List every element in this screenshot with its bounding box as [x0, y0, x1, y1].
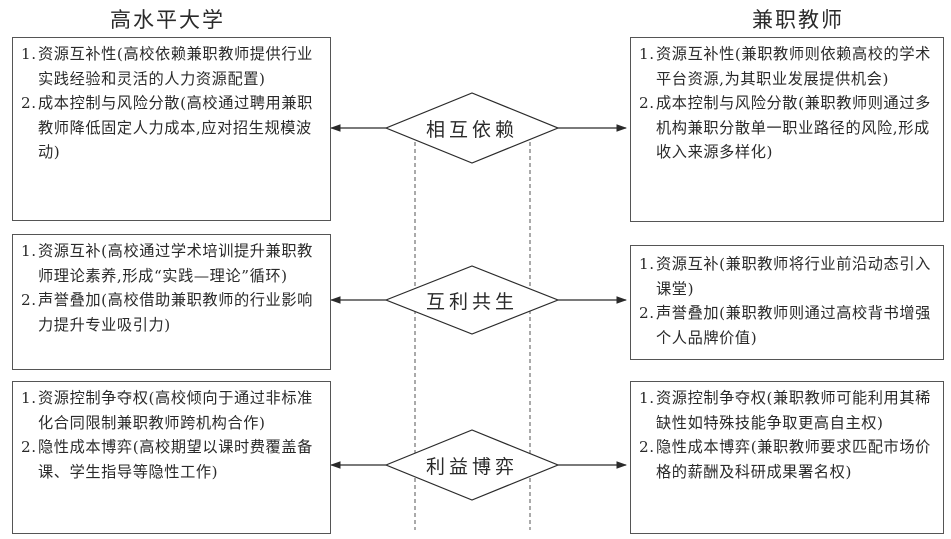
item-text: 声誉叠加(高校借助兼职教师的行业影响力提升专业吸引力): [38, 291, 313, 334]
left-column-title: 高水平大学: [110, 8, 225, 32]
list-item: 1. 资源控制争夺权(高校倾向于通过非标准化合同限制兼职教师跨机构合作): [21, 386, 322, 435]
list-item: 1. 资源互补性(兼职教师则依赖高校的学术平台资源,为其职业发展提供机会): [639, 42, 935, 91]
item-number: 1.: [639, 389, 655, 407]
item-number: 2.: [21, 94, 37, 112]
diamond-2: [384, 265, 560, 335]
relation-label-1: 相互依赖: [425, 119, 518, 141]
list-item: 2. 声誉叠加(高校借助兼职教师的行业影响力提升专业吸引力): [21, 288, 322, 337]
diamond-3: [384, 429, 560, 501]
right-box-3: 1. 资源控制争夺权(兼职教师可能利用其稀缺性如特殊技能争取更高自主权) 2. …: [630, 381, 944, 534]
list-item: 1. 资源互补性(高校依赖兼职教师提供行业实践经验和灵活的人力资源配置): [21, 42, 322, 91]
item-number: 2.: [21, 438, 37, 456]
item-text: 成本控制与风险分散(高校通过聘用兼职教师降低固定人力成本,应对招生规模波动): [38, 94, 313, 161]
item-number: 1.: [21, 45, 37, 63]
item-number: 2.: [639, 94, 655, 112]
item-text: 资源互补(兼职教师将行业前沿动态引入课堂): [656, 255, 931, 298]
relation-label-3: 利益博弈: [425, 456, 518, 478]
list-item: 2. 成本控制与风险分散(高校通过聘用兼职教师降低固定人力成本,应对招生规模波动…: [21, 91, 322, 165]
item-number: 1.: [639, 45, 655, 63]
item-number: 2.: [21, 291, 37, 309]
item-number: 1.: [21, 389, 37, 407]
right-column-title: 兼职教师: [752, 8, 844, 32]
item-number: 1.: [21, 242, 37, 260]
right-box-1: 1. 资源互补性(兼职教师则依赖高校的学术平台资源,为其职业发展提供机会) 2.…: [630, 37, 944, 222]
list-item: 2. 声誉叠加(兼职教师则通过高校背书增强个人品牌价值): [639, 301, 935, 350]
relation-label-2: 互利共生: [425, 291, 518, 313]
list-item: 2. 隐性成本博弈(高校期望以课时费覆盖备课、学生指导等隐性工作): [21, 435, 322, 484]
list-item: 1. 资源互补(兼职教师将行业前沿动态引入课堂): [639, 252, 935, 301]
left-box-3: 1. 资源控制争夺权(高校倾向于通过非标准化合同限制兼职教师跨机构合作) 2. …: [12, 381, 331, 534]
list-item: 2. 隐性成本博弈(兼职教师要求匹配市场价格的薪酬及科研成果署名权): [639, 435, 935, 484]
item-text: 成本控制与风险分散(兼职教师则通过多机构兼职分散单一职业路径的风险,形成收入来源…: [656, 94, 931, 161]
left-box-2: 1. 资源互补(高校通过学术培训提升兼职教师理论素养,形成“实践—理论”循环) …: [12, 234, 331, 370]
item-text: 资源互补(高校通过学术培训提升兼职教师理论素养,形成“实践—理论”循环): [38, 242, 313, 285]
list-item: 1. 资源控制争夺权(兼职教师可能利用其稀缺性如特殊技能争取更高自主权): [639, 386, 935, 435]
item-number: 1.: [639, 255, 655, 273]
item-text: 资源控制争夺权(高校倾向于通过非标准化合同限制兼职教师跨机构合作): [38, 389, 313, 432]
list-item: 1. 资源互补(高校通过学术培训提升兼职教师理论素养,形成“实践—理论”循环): [21, 239, 322, 288]
item-text: 隐性成本博弈(兼职教师要求匹配市场价格的薪酬及科研成果署名权): [656, 438, 931, 481]
right-box-2: 1. 资源互补(兼职教师将行业前沿动态引入课堂) 2. 声誉叠加(兼职教师则通过…: [630, 245, 944, 360]
item-number: 2.: [639, 304, 655, 322]
item-text: 资源互补性(兼职教师则依赖高校的学术平台资源,为其职业发展提供机会): [656, 45, 931, 88]
diamond-1: [384, 92, 560, 164]
item-number: 2.: [639, 438, 655, 456]
list-item: 2. 成本控制与风险分散(兼职教师则通过多机构兼职分散单一职业路径的风险,形成收…: [639, 91, 935, 165]
item-text: 资源互补性(高校依赖兼职教师提供行业实践经验和灵活的人力资源配置): [38, 45, 313, 88]
item-text: 资源控制争夺权(兼职教师可能利用其稀缺性如特殊技能争取更高自主权): [656, 389, 931, 432]
item-text: 隐性成本博弈(高校期望以课时费覆盖备课、学生指导等隐性工作): [38, 438, 313, 481]
item-text: 声誉叠加(兼职教师则通过高校背书增强个人品牌价值): [656, 304, 931, 347]
left-box-1: 1. 资源互补性(高校依赖兼职教师提供行业实践经验和灵活的人力资源配置) 2. …: [12, 37, 331, 221]
